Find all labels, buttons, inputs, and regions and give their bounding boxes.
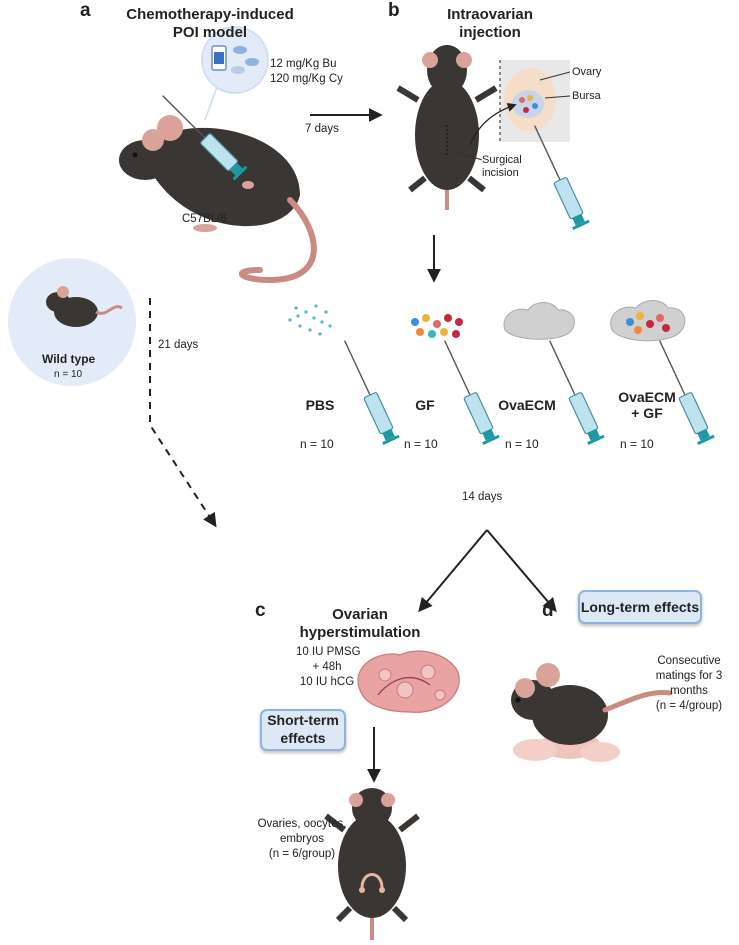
strain-label: C57BL/6 xyxy=(182,213,227,225)
panel-label-c: c xyxy=(255,600,266,621)
wild-type-label: Wild type xyxy=(42,352,96,366)
outcome-line2: embryos xyxy=(279,833,325,845)
panel-label-b: b xyxy=(388,0,400,21)
short-term-effects-box: Short-term effects xyxy=(260,709,346,751)
syringe-icon xyxy=(335,336,401,446)
incision-line2: incision xyxy=(482,167,519,179)
outcome-line3: (n = 6/group) xyxy=(268,848,336,860)
panel-label-d: d xyxy=(542,600,554,621)
interval-14-days: 14 days xyxy=(462,491,503,503)
wild-type-n: n = 10 xyxy=(54,369,83,380)
panel-a-title: Chemotherapy-induced POI model xyxy=(122,6,298,42)
panel-a-title-line1: Chemotherapy-induced xyxy=(126,6,294,23)
mouse-top-c-icon xyxy=(324,788,420,940)
panel-c-title-line1: Ovarian xyxy=(332,606,388,623)
panel-a-title-line2: POI model xyxy=(172,24,248,41)
group-ovaecm-gf-line1: OvaECM xyxy=(618,389,676,405)
group-n-ovaecm: n = 10 xyxy=(505,437,539,451)
long-term-effects-box: Long-term effects xyxy=(578,590,702,624)
wild-type-mouse-icon xyxy=(46,286,123,327)
gf-beads-icon xyxy=(411,314,463,338)
dashed-arrow-wild-type xyxy=(149,298,217,528)
group-label-pbs: PBS xyxy=(290,397,350,413)
protocol-line1: 10 IU PMSG xyxy=(296,646,361,658)
mouse-with-pups-icon xyxy=(511,663,673,762)
protocol-line2: + 48h xyxy=(312,661,342,673)
matings-line1: Consecutive xyxy=(657,655,721,667)
ovary-tissue-icon xyxy=(357,650,460,713)
interval-7-days: 7 days xyxy=(305,123,339,135)
protocol-line3: 10 IU hCG xyxy=(299,676,355,688)
arrow-to-d xyxy=(486,529,557,613)
panel-label-a: a xyxy=(80,0,91,21)
mouse-side-icon xyxy=(119,115,317,284)
dose-cy: 120 mg/Kg Cy xyxy=(270,73,343,85)
syringe-icon xyxy=(435,336,501,446)
ovaecm-cloud-icon xyxy=(503,302,575,340)
group-label-gf: GF xyxy=(395,397,455,413)
panel-b-title-line1: Intraovarian xyxy=(447,6,533,23)
interval-21-days: 21 days xyxy=(158,339,199,351)
mouse-top-icon xyxy=(396,45,498,210)
short-term-line2: effects xyxy=(280,730,326,746)
long-term-outcomes: Consecutive matings for 3 months (n = 4/… xyxy=(640,654,738,714)
panel-b-title-line2: injection xyxy=(459,24,521,41)
group-n-ovaecm-gf: n = 10 xyxy=(620,437,654,451)
incision-line1: Surgical xyxy=(482,154,522,166)
panel-b-title: Intraovarian injection xyxy=(420,6,560,42)
group-ovaecm-line1: OvaECM xyxy=(498,397,556,413)
syringe-icon xyxy=(540,336,606,446)
incision-label: Surgical incision xyxy=(482,154,522,180)
arrow-to-c xyxy=(418,529,488,613)
group-n-gf: n = 10 xyxy=(404,437,438,451)
dose-bu: 12 mg/Kg Bu xyxy=(270,58,337,70)
short-term-line1: Short-term xyxy=(267,712,339,728)
matings-line2: matings for 3 xyxy=(655,670,723,682)
panel-c-title: Ovarian hyperstimulation xyxy=(290,606,430,642)
group-ovaecm-gf-line2: + GF xyxy=(631,405,663,421)
bursa-label: Bursa xyxy=(572,90,601,102)
short-term-outcomes: Ovaries, oocytes, embryos (n = 6/group) xyxy=(256,817,348,862)
group-pbs-line1: PBS xyxy=(305,397,335,413)
hyperstimulation-protocol: 10 IU PMSG + 48h 10 IU hCG xyxy=(296,645,361,690)
outcome-line1: Ovaries, oocytes, xyxy=(257,818,347,830)
drug-bubble xyxy=(201,26,269,121)
group-label-ovaecm-gf: OvaECM + GF xyxy=(612,389,682,421)
panel-c-title-line2: hyperstimulation xyxy=(299,624,421,641)
ovary-inset xyxy=(451,60,571,161)
matings-line3: months xyxy=(670,685,708,697)
group-gf-line1: GF xyxy=(415,397,435,413)
group-label-ovaecm: OvaECM xyxy=(487,397,567,413)
group-n-pbs: n = 10 xyxy=(300,437,334,451)
pbs-spray-icon xyxy=(288,304,332,336)
matings-line4: (n = 4/group) xyxy=(655,700,723,712)
ovaecm-gf-cloud-icon xyxy=(610,300,686,342)
ovary-label: Ovary xyxy=(572,66,602,78)
